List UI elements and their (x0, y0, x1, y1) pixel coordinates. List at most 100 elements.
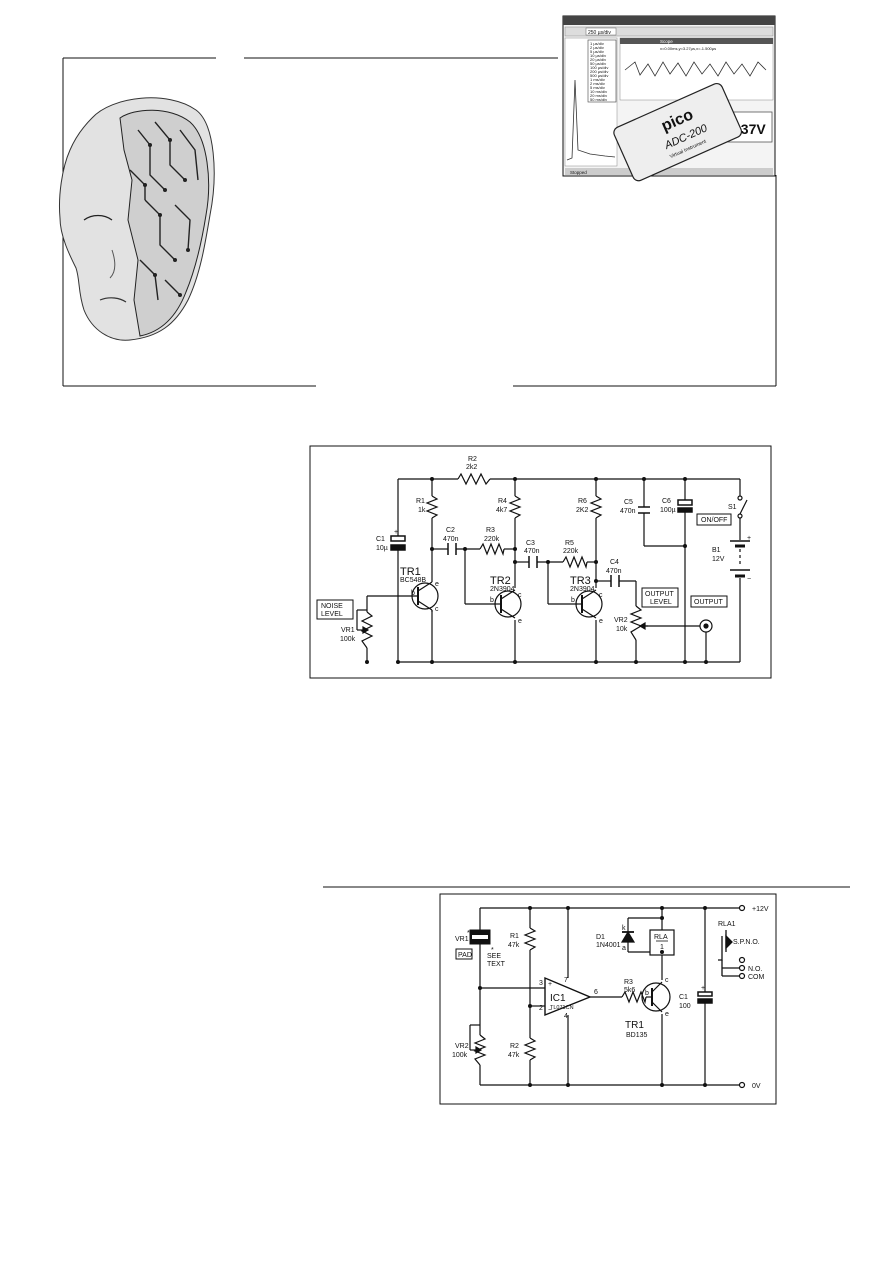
label-noise: NOISE (321, 603, 343, 610)
label-r4-ref: R4 (498, 498, 507, 505)
label-output-level-2: LEVEL (650, 599, 672, 606)
label-pin-3: 3 (539, 980, 543, 987)
light-switch-schematic: +12V 0V VR1 * * PAD SEE TEXT R1 47k R2 4… (323, 886, 850, 1105)
label-r4-value: 4k7 (496, 507, 507, 514)
label-tr2-value: 2N3904 (490, 586, 515, 593)
label-vr1-mark: * (467, 930, 470, 937)
label-pin-7: 7 (564, 977, 568, 984)
label-tr3-value: 2N3904 (570, 586, 595, 593)
label-r1-value: 47k (508, 942, 520, 949)
timebase-list-item[interactable]: 500 µs/div (590, 73, 608, 78)
resistor-r2 (523, 1037, 537, 1061)
label-c1-ref: C1 (376, 536, 385, 543)
resistor-r5 (562, 555, 588, 570)
label-r3-value: 220k (484, 536, 500, 543)
timebase-list-item[interactable]: 100 µs/div (590, 65, 608, 70)
transistors (411, 580, 603, 619)
resistor-r3 (479, 542, 505, 557)
label-onoff: ON/OFF (701, 517, 727, 524)
label-rla1: RLA1 (718, 921, 736, 928)
timebase-list-item[interactable]: 50 ms/div (590, 97, 607, 102)
timebase-list-item[interactable]: 10 ms/div (590, 89, 607, 94)
label-level: LEVEL (321, 611, 343, 618)
transistor-tr1 (641, 981, 671, 1013)
pin-tr1-c: c (435, 606, 439, 613)
timebase-list-item[interactable]: 20 µs/div (590, 57, 606, 62)
pin-tr1-b: b (645, 990, 649, 997)
label-c2-ref: C2 (446, 527, 455, 534)
timebase-list-item[interactable]: 50 µs/div (590, 61, 606, 66)
label-pin-6: 6 (594, 989, 598, 996)
label-c1-ref: C1 (679, 994, 688, 1001)
label-supply: +12V (752, 906, 769, 913)
resistor-r2 (457, 472, 491, 486)
label-c1-plus: + (394, 529, 398, 536)
resistor-r4 (508, 495, 522, 519)
scope-panel-header: x=0.00ms,y=3.27µs,x=-1.500µs (660, 46, 716, 51)
label-r1-value: 1k (418, 507, 426, 514)
timebase-list-item[interactable]: 1 ms/div (590, 77, 605, 82)
label-output: OUTPUT (694, 599, 724, 606)
label-r1-ref: R1 (416, 498, 425, 505)
opamp-ic1 (544, 976, 592, 1017)
label-b1-plus: + (747, 535, 751, 542)
label-rla-ref: RLA (654, 934, 668, 941)
label-tr3-ref: TR3 (570, 575, 591, 587)
schematic1-labels: R2 2k2 R1 1k R4 4k7 R6 2K2 C5 470n C6 10… (321, 456, 751, 643)
label-c1-value: 100 (679, 1003, 691, 1010)
pin-tr2-b: b (490, 597, 494, 604)
resistor-r6 (589, 495, 603, 519)
timebase-list-item[interactable]: 5 µs/div (590, 49, 604, 54)
schematic2-labels: +12V 0V VR1 * * PAD SEE TEXT R1 47k R2 4… (452, 906, 769, 1090)
label-r5-value: 220k (563, 548, 579, 555)
label-tr1-value: BD135 (626, 1032, 648, 1039)
label-vr2-value: 100k (452, 1052, 468, 1059)
pin-tr3-b: b (571, 597, 575, 604)
label-c3-ref: C3 (526, 540, 535, 547)
circuit-head-illustration (59, 97, 215, 341)
pot-wipers (357, 621, 648, 635)
timebase-list-item[interactable]: 200 µs/div (590, 69, 608, 74)
label-vr1-ref: VR1 (455, 936, 469, 943)
label-vr1-value: 100k (340, 636, 356, 643)
label-r1-ref: R1 (510, 933, 519, 940)
capacitors (390, 499, 693, 587)
scope-panel-title: Scope (660, 39, 673, 44)
pad-box (455, 948, 473, 960)
pin-tr1-e: e (435, 581, 439, 588)
label-text: TEXT (487, 961, 506, 968)
timebase-list-item[interactable]: 1 µs/div (590, 41, 604, 46)
label-c5-ref: C5 (624, 499, 633, 506)
label-r2-value: 2k2 (466, 464, 477, 471)
label-rla-value: 1 (660, 944, 664, 951)
timebase-list-item[interactable]: 2 ms/div (590, 81, 605, 86)
relay-contacts (718, 930, 733, 976)
label-ic1-value: TL071CN (550, 1005, 574, 1011)
capacitor-c3 (528, 556, 538, 568)
pin-tr3-c: c (599, 592, 603, 599)
label-r2-ref: R2 (468, 456, 477, 463)
terminals[interactable] (738, 904, 746, 1089)
timebase-dropdown: 250 µs/div (588, 30, 611, 36)
label-pin-4: 4 (564, 1013, 568, 1020)
label-r3-value: 5k6 (624, 987, 635, 994)
transistor-tr3 (575, 589, 603, 619)
label-r3-ref: R3 (486, 527, 495, 534)
timebase-list-item[interactable]: 20 ms/div (590, 93, 607, 98)
label-diode-a: a (622, 945, 626, 952)
timebase-list-item[interactable]: 10 µs/div (590, 53, 606, 58)
label-vr1-ref: VR1 (341, 627, 355, 634)
capacitor-c4 (610, 575, 620, 587)
label-r2-value: 47k (508, 1052, 520, 1059)
label-s1-ref: S1 (728, 504, 737, 511)
label-b1-minus: − (747, 576, 751, 583)
label-r6-ref: R6 (578, 498, 587, 505)
timebase-list-item[interactable]: 2 µs/div (590, 45, 604, 50)
timebase-list-item[interactable]: 5 ms/div (590, 85, 605, 90)
capacitor-c1 (390, 535, 406, 551)
label-r5-ref: R5 (565, 540, 574, 547)
resistor-r1 (425, 495, 439, 519)
output-socket[interactable] (699, 619, 713, 633)
